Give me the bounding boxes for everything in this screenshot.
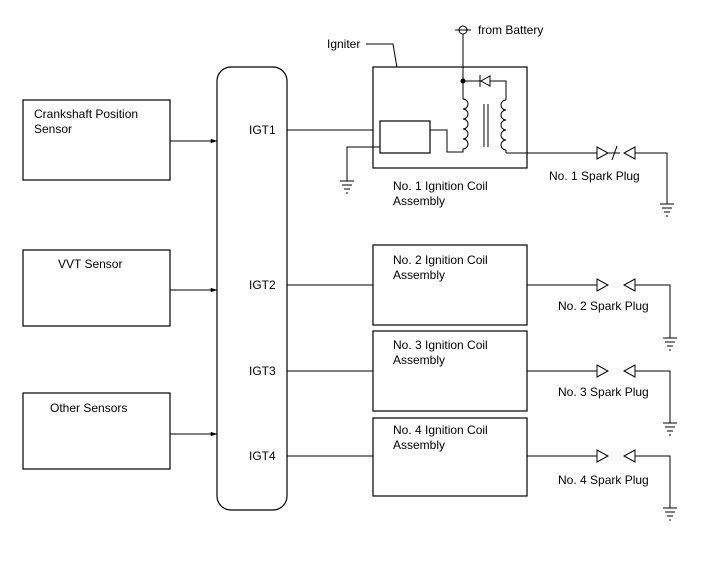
igniter-label: Igniter (327, 37, 360, 51)
coil1-label-line: No. 1 Ignition Coil (393, 179, 488, 193)
coil1-label-line: Assembly (393, 194, 445, 208)
igt1-label: IGT1 (249, 123, 276, 137)
spark-plug-1-label: No. 1 Spark Plug (549, 169, 640, 183)
spark-plug-1-icon (596, 145, 636, 161)
spark-plug-3-label: No. 3 Spark Plug (558, 385, 649, 399)
spark-plug-2-label: No. 2 Spark Plug (558, 299, 649, 313)
sensor-label-line: Sensor (34, 122, 72, 136)
igniter-box (379, 120, 431, 154)
igniter-ground-wire (346, 146, 380, 181)
other-sensors: Other Sensors (22, 392, 171, 470)
crankshaft-position-sensor: Crankshaft Position Sensor (22, 99, 171, 181)
sensor-label-line: VVT Sensor (58, 257, 122, 271)
coil4-label-line: Assembly (393, 438, 445, 452)
coil2-assembly (372, 244, 528, 326)
ecu-block (216, 66, 288, 511)
spark-plug-3-icon (596, 364, 636, 378)
battery-terminal-icon (455, 25, 471, 35)
spark-plug-2-icon (596, 278, 636, 292)
spark-plug-4-icon (596, 449, 636, 463)
coil2-label-line: Assembly (393, 268, 445, 282)
igt4-label: IGT4 (249, 449, 276, 463)
diode-icon (479, 75, 491, 87)
ground-icon (663, 422, 677, 436)
sensor-label-line: Crankshaft Position (34, 107, 138, 121)
ground-icon (660, 203, 674, 217)
coil4-assembly (372, 417, 528, 497)
ground-icon (340, 180, 354, 194)
vvt-sensor: VVT Sensor (22, 249, 171, 327)
coil3-assembly (372, 330, 528, 412)
coil3-label-line: Assembly (393, 353, 445, 367)
battery-label: from Battery (478, 23, 543, 37)
spark-plug-4-label: No. 4 Spark Plug (558, 473, 649, 487)
primary-winding-icon (462, 98, 469, 150)
coil3-label-line: No. 3 Ignition Coil (393, 338, 488, 352)
coil2-label-line: No. 2 Ignition Coil (393, 253, 488, 267)
sensor-label-line: Other Sensors (50, 401, 127, 415)
coil4-label-line: No. 4 Ignition Coil (393, 423, 488, 437)
secondary-winding-icon (500, 99, 507, 151)
igt3-label: IGT3 (249, 364, 276, 378)
igt2-label: IGT2 (249, 278, 276, 292)
ground-icon (663, 507, 677, 521)
ground-icon (663, 337, 677, 351)
